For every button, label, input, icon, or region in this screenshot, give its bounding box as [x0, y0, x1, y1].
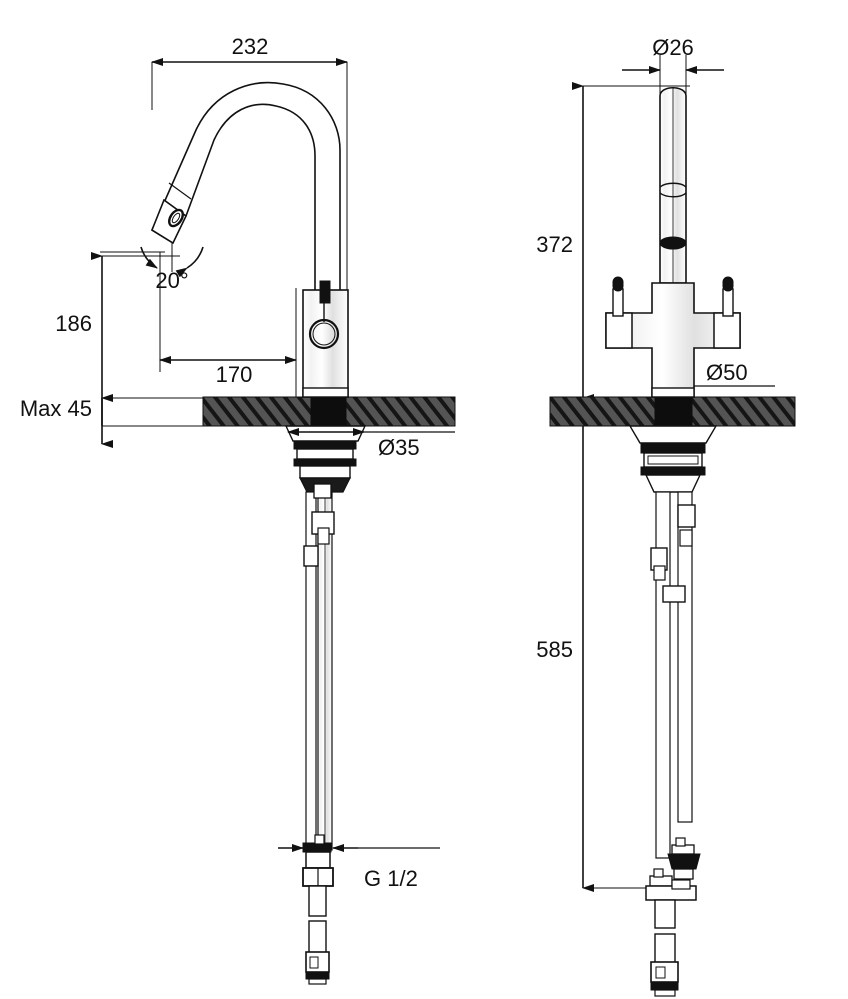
- dimension-hose-length: 585: [536, 398, 690, 892]
- dimension-spout-reach-total: 232: [151, 34, 348, 66]
- dimension-label-585: 585: [536, 637, 573, 662]
- dimension-spout-height: 186: [55, 252, 113, 402]
- dimension-overall-height: 372: [536, 82, 594, 402]
- handle-left-front[interactable]: [605, 276, 633, 349]
- faucet-body-side: [302, 280, 349, 398]
- countertop-slab-front: [549, 396, 796, 427]
- dimension-label-170: 170: [216, 362, 253, 387]
- dimension-label-g12: G 1/2: [364, 866, 418, 891]
- mixer-body-front: [605, 276, 741, 398]
- spout-tube-front: [659, 86, 687, 284]
- supply-hoses-front: [650, 491, 696, 859]
- front-elevation-view: Ø26 372 585 Ø50: [536, 35, 796, 997]
- side-elevation-view: 232 170 186 Max 45: [20, 34, 456, 985]
- countertop-slab-side: [202, 396, 456, 427]
- spray-head-side: [151, 182, 192, 245]
- dimension-label-d35: Ø35: [378, 435, 420, 460]
- dimension-label-372: 372: [536, 232, 573, 257]
- handle-right-front[interactable]: [713, 276, 741, 349]
- dimension-spout-reach-inner: 170: [159, 356, 297, 387]
- mounting-assembly-side: Ø35: [284, 425, 455, 493]
- dimension-label-d26: Ø26: [652, 35, 694, 60]
- stud-and-hoses-side: [303, 483, 335, 851]
- supply-connector-side: G 1/2: [278, 834, 440, 985]
- dimension-label-232: 232: [232, 34, 269, 59]
- dimension-spout-tip-angle: 20°: [100, 210, 204, 293]
- dimension-label-20deg: 20°: [155, 268, 188, 293]
- supply-connectors-front: [645, 837, 701, 997]
- dimension-label-max45: Max 45: [20, 396, 92, 421]
- mounting-assembly-front: [628, 425, 718, 493]
- dimension-countertop-thickness: Max 45: [20, 396, 113, 448]
- dimension-label-186: 186: [55, 311, 92, 336]
- dimension-label-d50: Ø50: [706, 360, 748, 385]
- dimension-spout-tube-diameter: Ø26: [622, 35, 724, 74]
